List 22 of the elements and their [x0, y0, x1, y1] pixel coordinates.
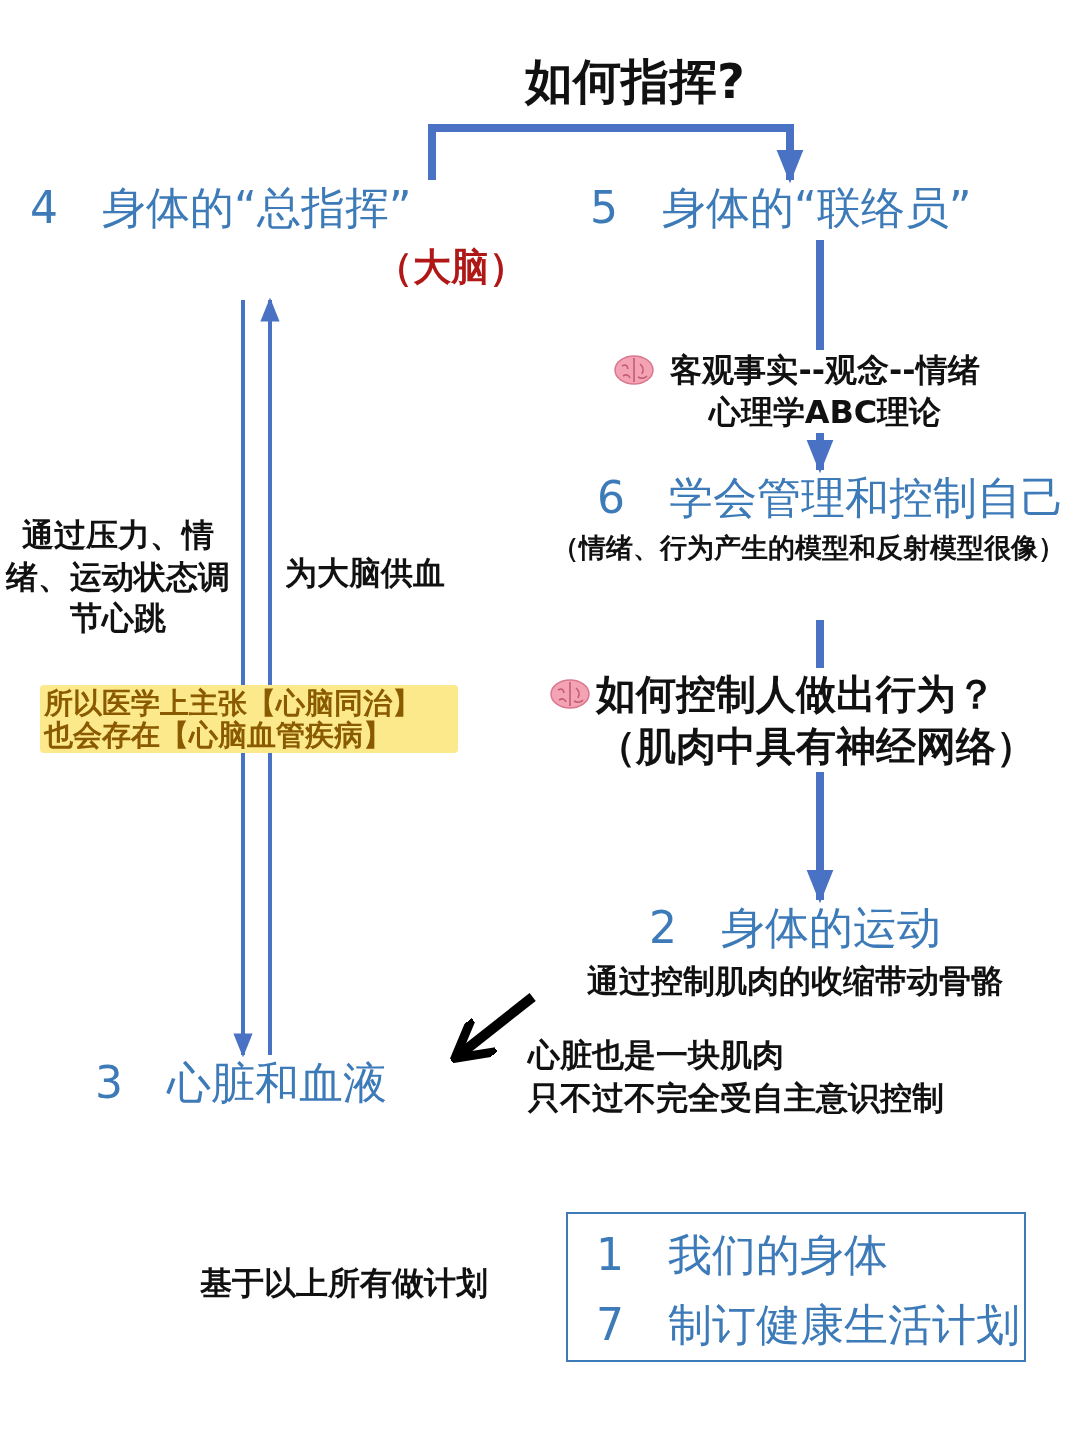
arrow — [428, 124, 804, 184]
topic-heading: 2 身体的运动 — [648, 901, 942, 955]
topic-heading: 4 身体的“总指挥” — [30, 181, 413, 235]
arrow — [260, 297, 280, 1055]
arrow — [450, 993, 536, 1063]
list-item: 1 我们的身体 — [596, 1228, 889, 1282]
edge-label: 心脏也是一块肌肉 — [528, 1035, 785, 1076]
plan-note: 基于以上所有做计划 — [200, 1263, 488, 1304]
edge-label: 为大脑供血 — [285, 553, 446, 594]
note-text: 只不过不完全受自主意识控制 — [528, 1078, 944, 1119]
list-item: 7 制订健康生活计划 — [596, 1298, 1021, 1352]
topic-heading: 3 心脏和血液 — [95, 1056, 387, 1110]
plan-box — [566, 1212, 1026, 1362]
highlighted-note: 所以医学上主张【心脑同治】也会存在【心脑血管疾病】 — [40, 685, 458, 753]
brain-note: （大脑） — [375, 244, 528, 291]
edge-label: 通过压力、情绪、运动状态调节心跳 — [5, 515, 230, 640]
subtitle-text: 通过控制肌肉的收缩带动骨骼 — [586, 961, 1004, 1002]
topic-heading: 5 身体的“联络员” — [590, 181, 972, 235]
edge-label: 如何指挥? — [523, 52, 746, 111]
arrow — [233, 300, 253, 1058]
subtitle-text: （情绪、行为产生的模型和反射模型很像） — [551, 531, 1065, 565]
topic-heading: 6 学会管理和控制自己 — [596, 471, 1065, 525]
